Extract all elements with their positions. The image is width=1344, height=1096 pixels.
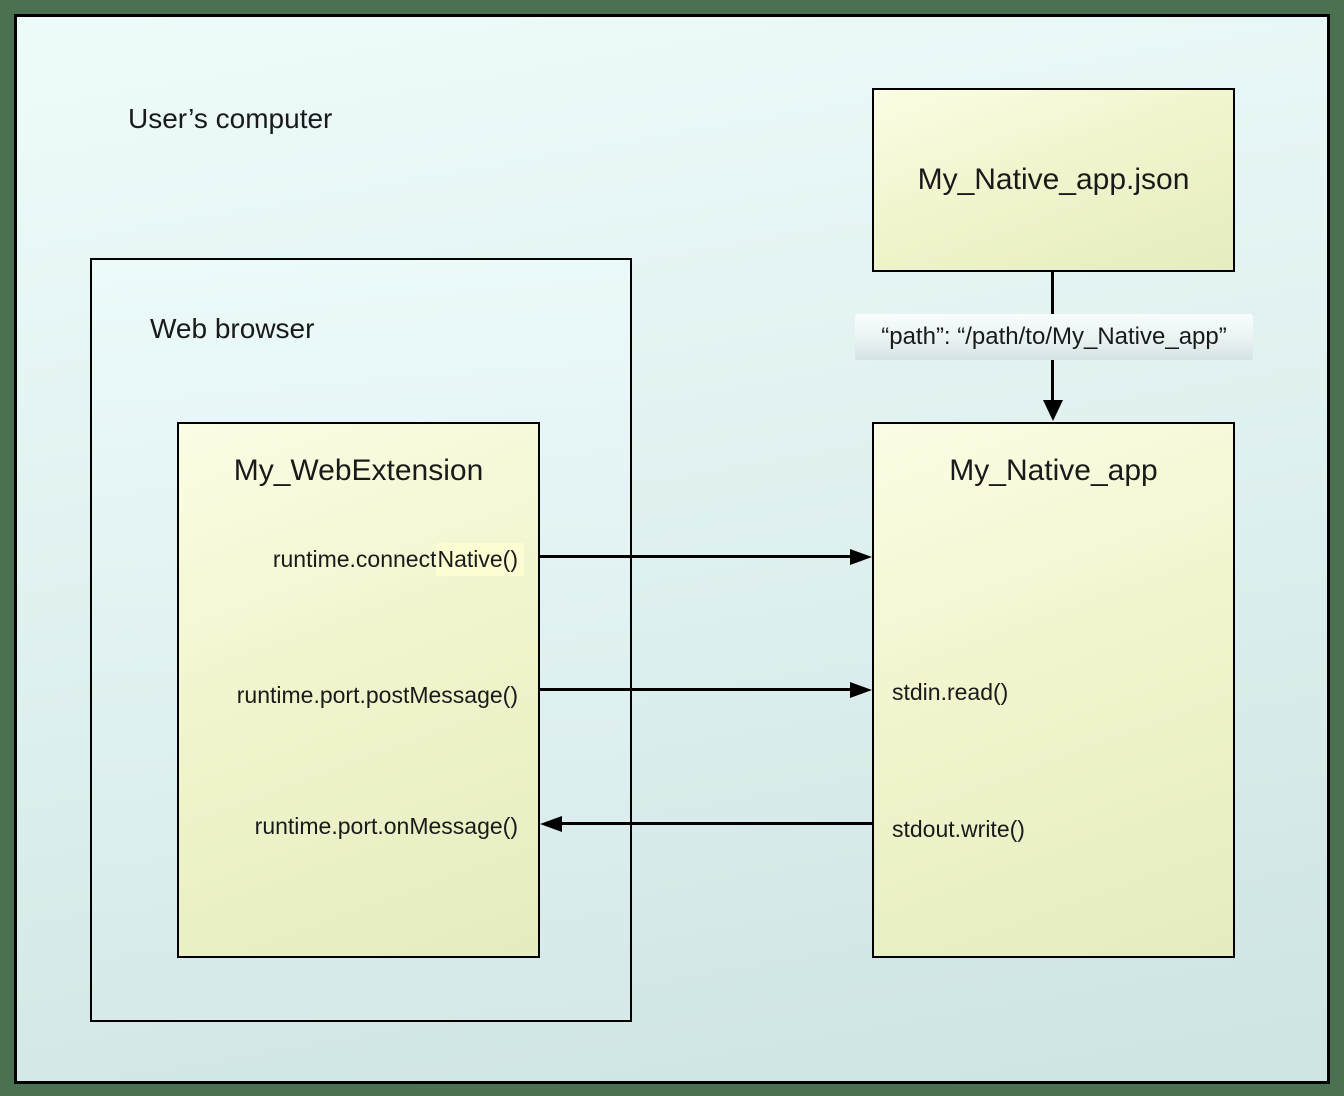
native-app-json-box: My_Native_app.json (872, 88, 1235, 272)
method-stdin-read: stdin.read() (892, 679, 1009, 705)
post-message-arrowhead-icon (850, 682, 872, 698)
method-on-message: runtime.port.onMessage() (254, 813, 518, 839)
native-app-box: My_Native_app stdin.read() stdout.write(… (872, 422, 1235, 958)
connect-native-arrowhead-icon (850, 549, 872, 565)
stdout-return-arrow-line (561, 822, 872, 825)
webextension-title: My_WebExtension (233, 454, 484, 487)
stdout-return-arrowhead-icon (540, 816, 562, 832)
native-app-json-title: My_Native_app.json (917, 163, 1190, 196)
method-connect-native: runtime.connectNative() (179, 543, 538, 576)
method-stdout-write: stdout.write() (892, 816, 1025, 842)
json-to-app-arrowhead-icon (1043, 400, 1063, 421)
post-message-arrow-line (540, 688, 852, 691)
method-connect-native-pre: runtime.connect (272, 546, 437, 572)
method-post-message: runtime.port.postMessage() (236, 682, 518, 708)
method-connect-native-highlight: Native() (436, 543, 524, 576)
users-computer-label: User’s computer (128, 103, 333, 134)
webextension-box: My_WebExtension runtime.connectNative() … (177, 422, 540, 958)
web-browser-label: Web browser (150, 313, 315, 344)
connect-native-arrow-line (540, 555, 852, 558)
native-app-title: My_Native_app (949, 454, 1158, 487)
path-annotation-label: “path”: “/path/to/My_Native_app” (855, 314, 1253, 360)
